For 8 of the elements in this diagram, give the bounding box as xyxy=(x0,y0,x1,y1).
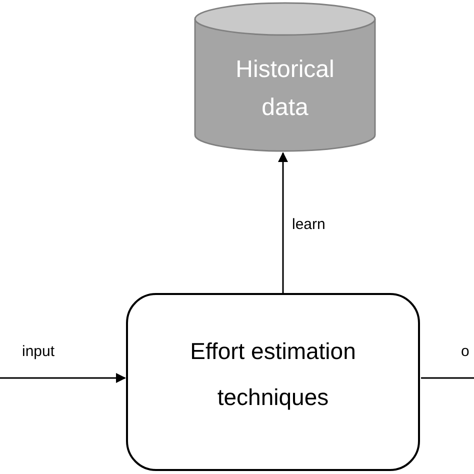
arrow xyxy=(278,152,288,293)
edge-label: o xyxy=(461,343,470,362)
edge-label: learn xyxy=(292,216,326,235)
process-box xyxy=(126,293,420,471)
node-label: Effort estimation techniques xyxy=(189,337,357,412)
edge-label: input xyxy=(22,343,55,362)
node-label: Historical data xyxy=(234,55,336,123)
arrow xyxy=(0,373,126,383)
